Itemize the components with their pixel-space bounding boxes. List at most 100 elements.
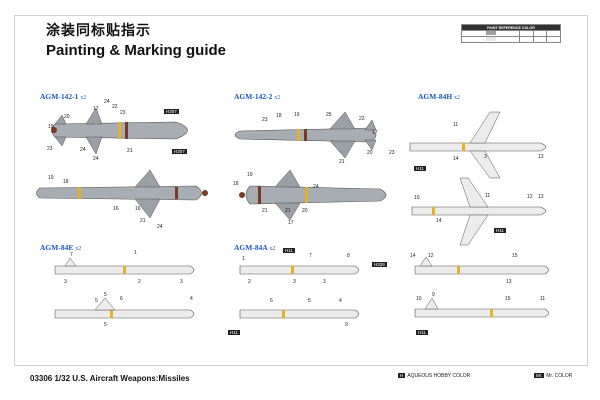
callout: 16 (135, 206, 141, 212)
callout: 4 (190, 296, 193, 302)
callout: 3 (293, 279, 296, 285)
callout: 19 (48, 124, 54, 130)
missile-right-lower-top (414, 256, 549, 275)
callout: 11 (485, 193, 490, 199)
label-agm-84e: AGM-84E x2 (40, 243, 82, 252)
callout: 13 (538, 194, 544, 200)
callout: 9 (432, 292, 435, 298)
callout: 22 (112, 104, 118, 110)
callout: 6 (270, 298, 273, 304)
callout: 10 (416, 296, 422, 302)
color-tag-white-4: H11 (228, 330, 240, 335)
callout: 13 (538, 154, 544, 160)
callout: 21 (339, 159, 345, 165)
missile-agm-84a-top (239, 265, 359, 275)
callout: 12 (527, 194, 533, 200)
missile-agm-84e-top (54, 257, 195, 275)
callout: 9 (345, 322, 348, 328)
paint-reference-table: PAINT REFERENCE COLOR (460, 24, 561, 43)
callout: 16 (113, 206, 119, 212)
callout: 18 (233, 181, 239, 187)
callout: 23 (262, 117, 268, 123)
callout: 12 (428, 253, 434, 259)
callout: 3 (484, 154, 487, 160)
callout: 23 (389, 150, 395, 156)
callout: 15 (512, 253, 518, 259)
callout: 15 (505, 296, 511, 302)
color-tag-white-2: H11 (494, 228, 506, 233)
callout: 24 (157, 224, 163, 230)
callout: 2 (248, 279, 251, 285)
label-agm-84h: AGM-84H x2 (418, 92, 461, 101)
label-agm-142-1: AGM-142-1 x2 (40, 92, 87, 101)
callout: 22 (359, 116, 365, 122)
callout: 4 (339, 298, 342, 304)
callout: 14 (436, 218, 442, 224)
callout: 18 (276, 113, 282, 119)
missile-agm-84a-bottom (239, 309, 359, 319)
callout: 20 (367, 150, 373, 156)
callout: 14 (410, 253, 416, 259)
callout: 1 (242, 256, 245, 262)
color-tag-white-1: H11 (414, 166, 426, 171)
callout: 5 (95, 298, 98, 304)
callout: 17 (372, 130, 378, 136)
callout: 21 (127, 148, 133, 154)
callout: 17 (288, 220, 294, 226)
callout: 21 (140, 218, 146, 224)
missile-agm-84e-bottom (54, 297, 195, 319)
missile-agm-142-1-bottom (36, 169, 208, 219)
callout: 11 (540, 296, 545, 302)
callout: 24 (104, 99, 110, 105)
page-title-chinese: 涂装同标贴指示 (46, 22, 151, 38)
callout: 19 (48, 175, 54, 181)
color-tag-gray-2: H307 (172, 149, 187, 154)
callout: 14 (453, 156, 459, 162)
callout: 5 (104, 322, 107, 328)
callout: 20 (302, 208, 308, 214)
callout: 24 (313, 184, 319, 190)
callout: 3 (323, 279, 326, 285)
callout: 17 (93, 106, 99, 112)
callout: 6 (120, 296, 123, 302)
callout: 1 (134, 250, 137, 256)
page-title: Painting & Marking guide (46, 42, 227, 59)
swatch-white (485, 37, 496, 41)
missile-agm-84h-top (409, 111, 547, 179)
callout: 21 (285, 208, 291, 214)
swatch-gray (485, 31, 496, 35)
callout: 13 (506, 279, 512, 285)
color-tag-yellow-1: H329 (372, 262, 387, 267)
label-agm-142-2: AGM-142-2 x2 (234, 92, 281, 101)
label-agm-84a: AGM-84A x2 (234, 243, 276, 252)
color-tag-white-5: H11 (416, 330, 428, 335)
callout: 3 (64, 279, 67, 285)
callout: 11 (453, 122, 458, 128)
callout: 25 (326, 112, 332, 118)
callout: 8 (347, 253, 350, 259)
missile-agm-142-2-top (234, 111, 377, 159)
missile-right-lower-bottom (414, 297, 549, 318)
missile-agm-84h-bottom (411, 177, 547, 246)
callout: 2 (138, 279, 141, 285)
callout: 23 (47, 146, 53, 152)
callout: 19 (294, 112, 300, 118)
callout: 24 (80, 147, 86, 153)
color-tag-gray-1: H307 (164, 109, 179, 114)
missile-agm-142-2-bottom (239, 169, 387, 221)
callout: 24 (93, 156, 99, 162)
callout: 20 (64, 114, 70, 120)
color-tag-white-3: H11 (283, 248, 295, 253)
callout: 5 (104, 292, 107, 298)
callout: 3 (180, 279, 183, 285)
callout: 5 (308, 298, 311, 304)
missile-agm-142-1-top (51, 107, 188, 155)
callout: 21 (262, 208, 268, 214)
callout: 23 (120, 110, 126, 116)
callout: 7 (309, 253, 312, 259)
callout: 10 (414, 195, 420, 201)
legend-mr-color: Mr.Mr. COLOR (534, 373, 573, 379)
